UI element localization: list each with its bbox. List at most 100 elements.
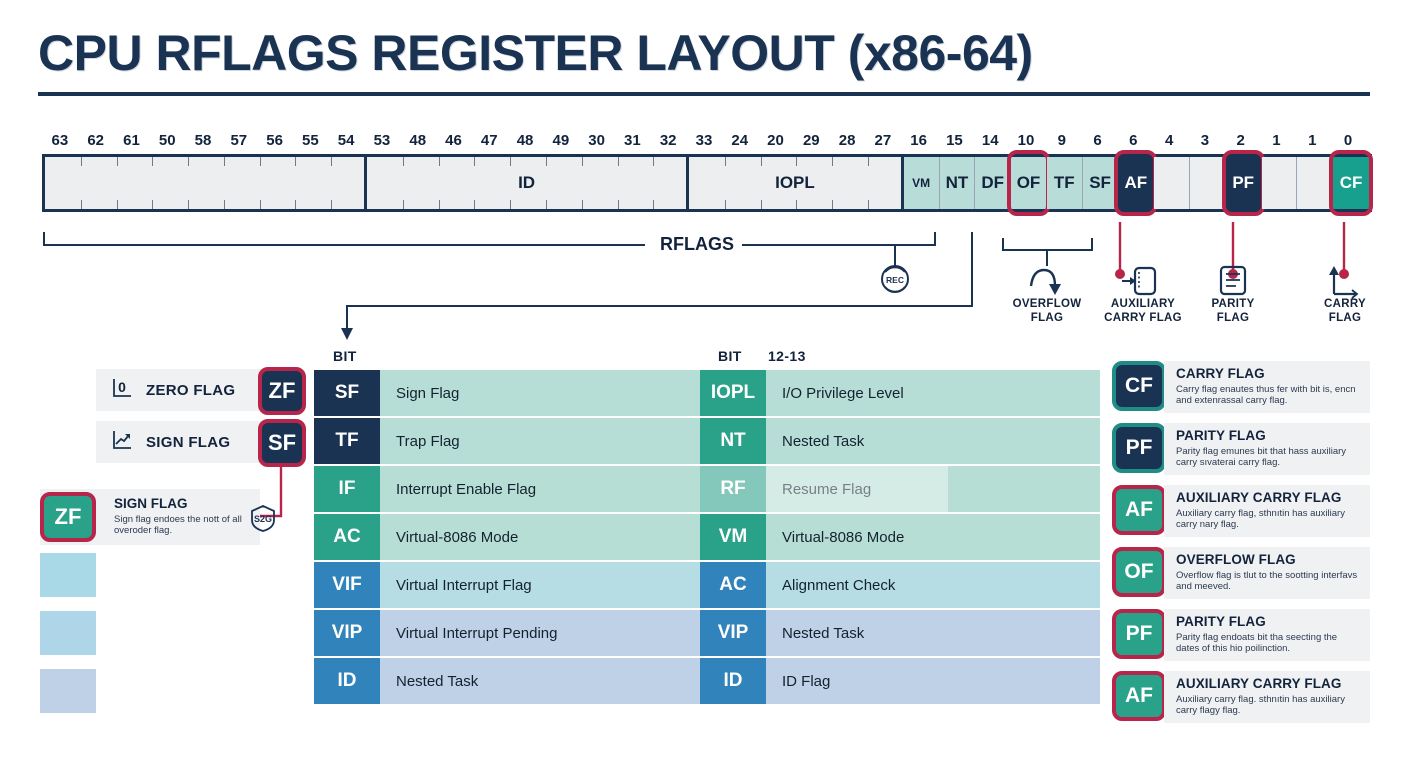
badge-zf[interactable]: ZF bbox=[258, 367, 306, 415]
bit-number: 6 bbox=[1093, 132, 1102, 149]
bit-tick bbox=[402, 200, 404, 209]
badge-sf[interactable]: SF bbox=[258, 419, 306, 467]
rec-icon-text: REC bbox=[886, 275, 904, 285]
register-cell-id[interactable]: ID bbox=[367, 157, 690, 209]
bit-number: 57 bbox=[230, 132, 248, 149]
overflow-bracket bbox=[1002, 238, 1093, 251]
register-cell-empty[interactable] bbox=[1190, 157, 1226, 209]
bit-number: 58 bbox=[194, 132, 212, 149]
register-cell-empty[interactable] bbox=[1154, 157, 1191, 209]
bit-tick bbox=[510, 157, 512, 166]
rec-arc-bottom bbox=[884, 286, 906, 293]
bit-tick bbox=[295, 157, 297, 166]
badge-zf-detail[interactable]: ZF bbox=[40, 492, 96, 542]
mini-card-label: SIGN FLAG bbox=[146, 433, 231, 451]
right-card-badge-pf[interactable]: PF bbox=[1112, 609, 1166, 659]
register-cell-label: IOPL bbox=[775, 173, 815, 192]
table-row-name: Virtual Interrupt Pending bbox=[380, 610, 700, 656]
right-card-badge-cf[interactable]: CF bbox=[1112, 361, 1166, 411]
bit-number: 16 bbox=[910, 132, 927, 149]
table-row-name: Virtual-8086 Mode bbox=[766, 514, 1100, 560]
table-row-name: Nested Task bbox=[766, 610, 1100, 656]
bit-tick bbox=[331, 200, 333, 209]
carry-tip bbox=[1351, 289, 1359, 299]
bit-number: 4 bbox=[1164, 132, 1174, 149]
bit-tick bbox=[438, 200, 440, 209]
bit-number: 27 bbox=[874, 132, 892, 149]
bit-tick bbox=[545, 157, 547, 166]
register-cell-df[interactable]: DF bbox=[975, 157, 1012, 209]
right-card-desc: Carry flag enautes thus fer with bit is,… bbox=[1176, 383, 1356, 406]
bit-tick bbox=[188, 200, 190, 209]
right-card-title: OVERFLOW FLAG bbox=[1176, 552, 1296, 567]
table-row-name: I/O Privilege Level bbox=[766, 370, 1100, 416]
table-row-key: VIF bbox=[314, 562, 380, 608]
bit-tick bbox=[223, 200, 225, 209]
register-cell-iopl[interactable]: IOPL bbox=[689, 157, 904, 209]
bit-number: 55 bbox=[302, 132, 319, 149]
bit-tick bbox=[581, 200, 583, 209]
aux-dot bbox=[1115, 269, 1125, 279]
connector-arrowhead bbox=[341, 328, 353, 340]
register-cell-sf[interactable]: SF bbox=[1082, 157, 1119, 209]
bit-number: 2 bbox=[1236, 132, 1245, 149]
register-cell-pf[interactable]: PF bbox=[1221, 150, 1265, 216]
table-row-key: VM bbox=[700, 514, 766, 560]
register-cell-nt[interactable]: NT bbox=[939, 157, 976, 209]
bit-tick bbox=[760, 157, 762, 166]
parity-dot bbox=[1228, 269, 1238, 279]
table-row-key: IOPL bbox=[700, 370, 766, 416]
right-card-badge-af[interactable]: AF bbox=[1112, 485, 1166, 535]
table-row-key: NT bbox=[700, 418, 766, 464]
bit-number: 1 bbox=[1308, 132, 1317, 149]
register-cell-empty[interactable] bbox=[1261, 157, 1298, 209]
register-cell-empty[interactable] bbox=[45, 157, 368, 209]
table-row-name: ID Flag bbox=[766, 658, 1100, 704]
bit-tick bbox=[331, 157, 333, 166]
bit-number: 48 bbox=[409, 132, 427, 149]
register-cell-vm[interactable]: VM bbox=[903, 157, 940, 209]
register-cell-af[interactable]: AF bbox=[1114, 150, 1158, 216]
table-row-key: ID bbox=[314, 658, 380, 704]
register-cell-empty[interactable] bbox=[1297, 157, 1334, 209]
register-cell-tf[interactable]: TF bbox=[1046, 157, 1083, 209]
right-card-badge-of[interactable]: OF bbox=[1112, 547, 1166, 597]
bit-tick bbox=[760, 200, 762, 209]
right-card-title: AUXILIARY CARRY FLAG bbox=[1176, 490, 1342, 505]
register-cell-cf[interactable]: CF bbox=[1329, 150, 1373, 216]
right-card-badge-af[interactable]: AF bbox=[1112, 671, 1166, 721]
bit-number: 9 bbox=[1057, 132, 1066, 149]
bit-tick bbox=[80, 200, 82, 209]
right-card-desc: Parity flag endoats bit tha seecting the… bbox=[1176, 631, 1338, 654]
bit-number: 54 bbox=[337, 132, 355, 149]
register-cell-label: VM bbox=[912, 176, 931, 190]
mini-card-zero-flag[interactable]: 0 ZERO FLAG bbox=[96, 369, 286, 411]
bit-number: 0 bbox=[1343, 132, 1353, 149]
bit-number: 61 bbox=[123, 132, 140, 149]
right-card-badge-pf[interactable]: PF bbox=[1112, 423, 1166, 473]
register-cell-of[interactable]: OF bbox=[1007, 150, 1050, 216]
mini-card-sign-flag[interactable]: SIGN FLAG bbox=[96, 421, 286, 463]
